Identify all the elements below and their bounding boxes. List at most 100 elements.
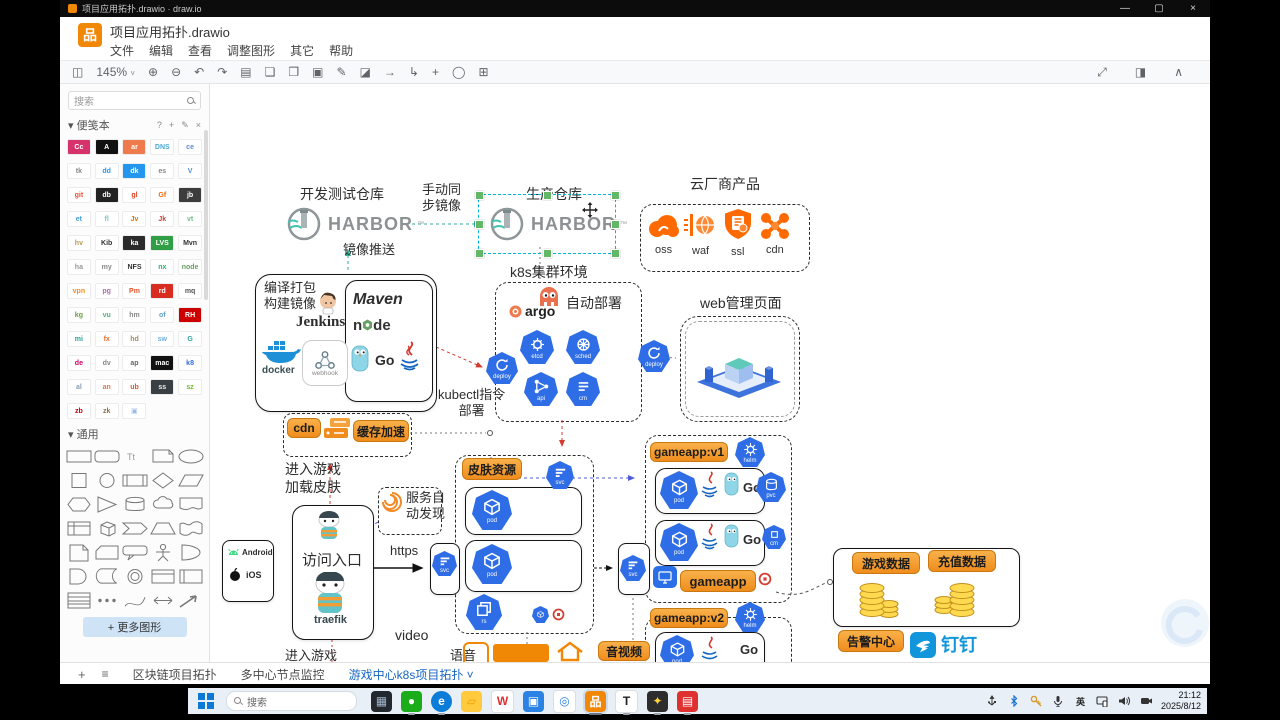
shape-kubernetes[interactable]: k8 bbox=[178, 355, 203, 371]
toolbar-waypoints[interactable]: ↳ bbox=[408, 65, 419, 79]
shape-postgresql[interactable]: pg bbox=[94, 283, 119, 299]
menu-编辑[interactable]: 编辑 bbox=[149, 44, 174, 58]
k8s-pod-node[interactable]: pod bbox=[472, 490, 512, 530]
shape-argo[interactable]: ar bbox=[122, 139, 147, 155]
shape-ceph[interactable]: ce bbox=[178, 139, 203, 155]
k8s-deploy-node[interactable]: deploy bbox=[486, 352, 518, 384]
gameapp-v1-container[interactable] bbox=[645, 435, 792, 603]
shape-hexagon[interactable] bbox=[65, 492, 93, 516]
toolbar-fill-color[interactable]: ▣ bbox=[312, 65, 324, 79]
shape-parallelogram[interactable] bbox=[177, 468, 205, 492]
toolbar-fullscreen[interactable]: ⤢ bbox=[1097, 64, 1107, 79]
shape-suse[interactable]: sz bbox=[178, 379, 203, 395]
selection-handle[interactable] bbox=[475, 249, 484, 258]
shape-circle[interactable] bbox=[93, 468, 121, 492]
shape-container[interactable] bbox=[177, 564, 205, 588]
close-button[interactable]: × bbox=[1190, 3, 1196, 14]
minimize-button[interactable]: — bbox=[1120, 3, 1130, 14]
shape-card[interactable] bbox=[93, 540, 121, 564]
cdn-network-icon[interactable] bbox=[758, 210, 792, 242]
shape-dots[interactable] bbox=[93, 588, 121, 612]
taskbar-app-wps[interactable]: W bbox=[491, 689, 514, 713]
start-button[interactable] bbox=[198, 693, 214, 709]
shape-saltstack[interactable]: ss bbox=[150, 379, 175, 395]
shape-hadoop[interactable]: hd bbox=[122, 331, 147, 347]
shape-ring[interactable] bbox=[121, 564, 149, 588]
menu-其它[interactable]: 其它 bbox=[290, 44, 315, 58]
toolbar-shadow[interactable]: ◪ bbox=[359, 65, 371, 79]
cdn-tag[interactable]: cdn bbox=[287, 418, 321, 438]
shape-cube[interactable] bbox=[93, 516, 121, 540]
shape-ellipse[interactable] bbox=[177, 444, 205, 468]
k8s-rs-node[interactable]: rs bbox=[466, 594, 502, 630]
shape-suse-flame[interactable]: fx bbox=[94, 331, 119, 347]
shape-redhat[interactable]: RH bbox=[178, 307, 203, 323]
toolbar-format-panel[interactable]: ◫ bbox=[72, 65, 84, 79]
shape-trapezoid[interactable] bbox=[149, 516, 177, 540]
shape-bidirectional-arrow[interactable] bbox=[149, 588, 177, 612]
shape-nfs[interactable]: NFS bbox=[122, 259, 147, 275]
shape-curve[interactable] bbox=[121, 588, 149, 612]
k8s-icon-node[interactable] bbox=[532, 606, 549, 623]
toolbar-collapse[interactable]: ∧ bbox=[1174, 64, 1183, 79]
toolbar-to-back[interactable]: ❐ bbox=[288, 65, 300, 79]
shape-rectangle[interactable] bbox=[65, 444, 93, 468]
cloud-products-container[interactable] bbox=[640, 204, 810, 272]
client-platforms-box[interactable] bbox=[222, 540, 274, 602]
k8s-api-node[interactable]: api bbox=[524, 372, 558, 406]
shape-grafana[interactable]: Gf bbox=[150, 187, 175, 203]
shape-leveldb[interactable]: db bbox=[94, 187, 119, 203]
shape-search-input[interactable]: 搜索 bbox=[68, 91, 201, 110]
menu-帮助[interactable]: 帮助 bbox=[329, 44, 354, 58]
shape-triangle[interactable] bbox=[93, 492, 121, 516]
shape-note[interactable] bbox=[149, 444, 177, 468]
taskbar-app-typora[interactable]: T bbox=[615, 689, 638, 715]
shape-process[interactable] bbox=[121, 468, 149, 492]
shape-macos[interactable]: mac bbox=[150, 355, 175, 371]
image-push-label[interactable]: 镜像推送 bbox=[343, 242, 396, 257]
shape-internal-storage[interactable] bbox=[65, 516, 93, 540]
web-admin-container[interactable] bbox=[680, 316, 800, 422]
add-page-button[interactable]: + bbox=[78, 666, 86, 682]
toolbar-table[interactable]: ⊞ bbox=[478, 65, 489, 79]
scratchpad-help-icon[interactable]: ? bbox=[156, 119, 162, 130]
scratchpad-edit-icon[interactable]: ✎ bbox=[181, 119, 189, 130]
tray-volume-icon[interactable] bbox=[1118, 695, 1131, 708]
taskbar-app-red-notebook[interactable]: ▤ bbox=[677, 690, 698, 715]
tray-camera-icon[interactable] bbox=[1140, 695, 1153, 708]
shape-debian[interactable]: de bbox=[66, 355, 91, 371]
scratchpad-header[interactable]: ▾ 便笺本 ?+✎× bbox=[60, 114, 209, 135]
shape-lvs[interactable]: LVS bbox=[150, 235, 175, 251]
toolbar-zoom-out[interactable]: ⊖ bbox=[171, 65, 182, 79]
shape-openfaas[interactable]: of bbox=[150, 307, 175, 323]
toolbar-format-toggle[interactable]: ◨ bbox=[1134, 64, 1147, 79]
menu-文件[interactable]: 文件 bbox=[110, 44, 135, 58]
shape-rocketmq[interactable]: mq bbox=[178, 283, 203, 299]
shape-tape[interactable] bbox=[177, 516, 205, 540]
page-tab-2[interactable]: 多中心节点监控 bbox=[240, 667, 325, 682]
game-data-tag[interactable]: 游戏数据 bbox=[852, 552, 920, 574]
shape-docker[interactable]: dk bbox=[122, 163, 147, 179]
k8s-pod-node[interactable]: pod bbox=[472, 544, 512, 584]
k8s-pod-node[interactable]: pod bbox=[660, 523, 698, 561]
selection-handle[interactable] bbox=[475, 220, 484, 229]
shape-keepalived[interactable]: ka bbox=[122, 235, 147, 251]
sidebar-scrollbar[interactable] bbox=[204, 130, 208, 300]
k8s-cm-node[interactable]: cm bbox=[762, 525, 786, 549]
taskbar-app-phone-link[interactable]: ◎ bbox=[553, 689, 576, 713]
shape-node[interactable]: node bbox=[178, 259, 203, 275]
toolbar-redo[interactable]: ↷ bbox=[217, 65, 228, 79]
k8s-sched-node[interactable]: sched bbox=[566, 330, 600, 364]
shape-docker-desktop[interactable]: dd bbox=[94, 163, 119, 179]
shape-zookeeper[interactable]: zk bbox=[94, 403, 119, 419]
toolbar-delete[interactable]: ▤ bbox=[240, 65, 252, 79]
shape-alpine[interactable]: al bbox=[66, 379, 91, 395]
shape-maven[interactable]: Mvn bbox=[178, 235, 203, 251]
toolbar-insert[interactable]: + bbox=[431, 65, 439, 79]
selection-handle[interactable] bbox=[543, 191, 552, 200]
service-discovery-container[interactable] bbox=[378, 487, 442, 535]
shape-etcd[interactable]: et bbox=[66, 211, 91, 227]
taskbar-app-tencent-meeting[interactable]: ▣ bbox=[523, 690, 544, 712]
shape-cloud[interactable] bbox=[149, 492, 177, 516]
